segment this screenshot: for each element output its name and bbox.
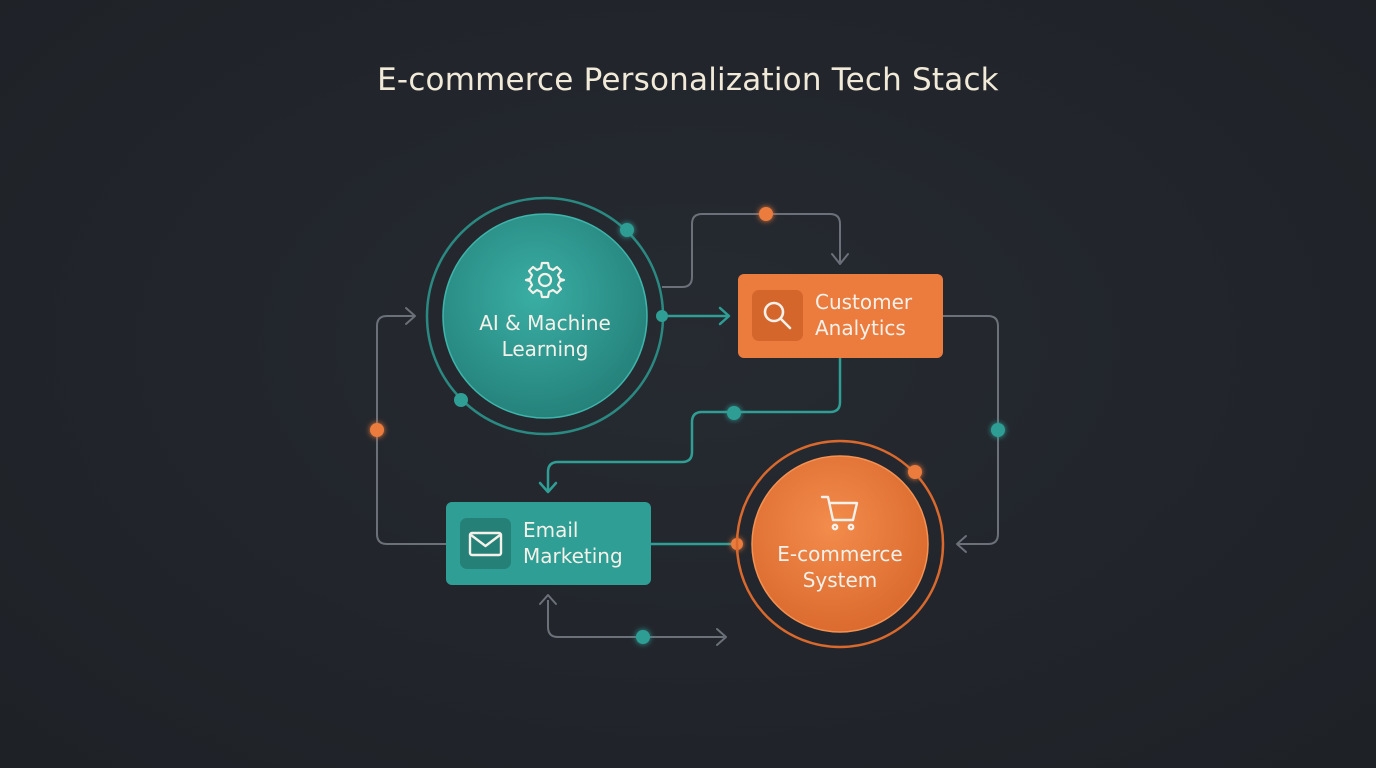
connector-email-ecommerce-bottom (547, 600, 724, 638)
node-dot-orange (908, 465, 922, 479)
analytics-label-line2: Analytics (815, 316, 906, 340)
ecommerce-label-line1: E-commerce (777, 542, 902, 566)
analytics-label-line1: Customer (815, 290, 913, 314)
email-label-line1: Email (523, 518, 579, 542)
ecommerce-label-line2: System (803, 568, 878, 592)
node-customer-analytics[interactable]: Customer Analytics (738, 274, 943, 358)
arrowhead-email-top (538, 481, 558, 494)
gear-icon (524, 261, 566, 299)
ecommerce-outer-ring (735, 439, 945, 649)
cart-icon (820, 495, 859, 531)
arrowhead-ecommerce-right (956, 535, 967, 553)
arrowhead-email-bottom (539, 594, 557, 605)
arrowhead-ai-left (405, 307, 416, 325)
node-dot-teal (727, 406, 741, 420)
node-dot-teal (620, 223, 634, 237)
connector-email-to-ai (376, 315, 446, 545)
ai-circle (442, 213, 648, 419)
arrowhead-ecommerce-bottom (716, 628, 727, 646)
node-email-marketing[interactable]: Email Marketing (446, 502, 651, 585)
email-label-line2: Marketing (523, 544, 623, 568)
node-ecommerce-system[interactable]: E-commerce System (735, 439, 945, 649)
ai-label-line1: AI & Machine (479, 311, 611, 335)
node-dot-teal (636, 630, 650, 644)
ecommerce-circle (751, 455, 929, 633)
ai-label-line2: Learning (502, 337, 589, 361)
analytics-icon-tile (752, 290, 803, 341)
mail-icon (468, 531, 503, 557)
arrowhead-analytics-top (831, 253, 849, 265)
page-title: E-commerce Personalization Tech Stack (377, 62, 999, 98)
node-dot-orange (759, 207, 773, 221)
node-dot-teal (656, 310, 668, 322)
node-dot-teal (991, 423, 1005, 437)
arrowhead-analytics-direct (718, 306, 731, 326)
email-icon-tile (460, 518, 511, 569)
connector-analytics-to-ecommerce (943, 315, 999, 545)
connector-ai-to-analytics-top (662, 213, 841, 288)
node-ai-machine-learning[interactable]: AI & Machine Learning (425, 196, 668, 436)
connector-analytics-to-email (546, 358, 842, 490)
node-dot-orange (370, 423, 384, 437)
node-dot-teal (454, 393, 468, 407)
search-icon (763, 301, 792, 330)
